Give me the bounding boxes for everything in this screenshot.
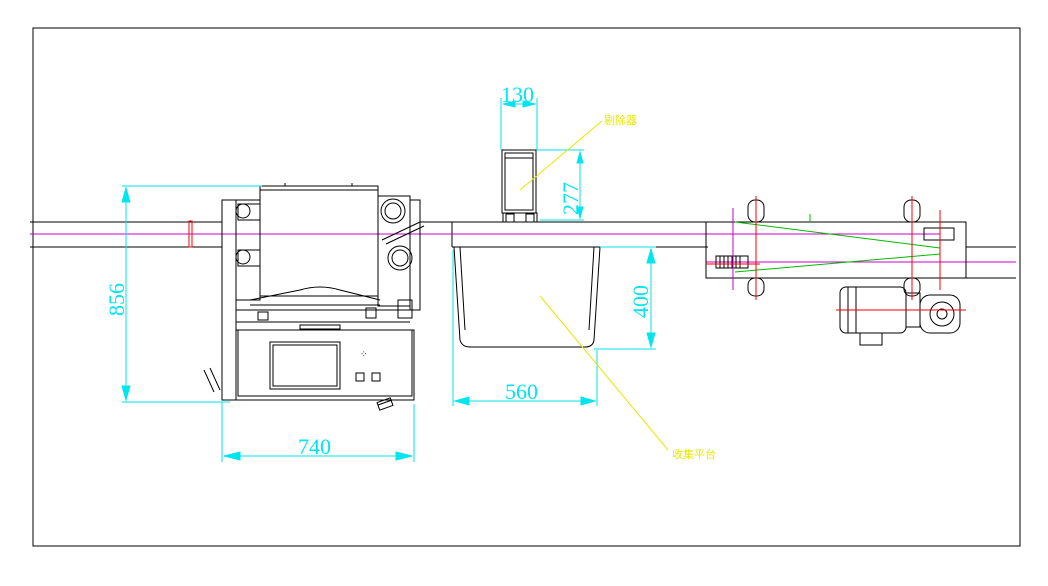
collection-platform: [453, 246, 601, 348]
svg-text:⁘: ⁘: [360, 349, 368, 359]
dimension-lines: [121, 98, 656, 462]
dim-277-label: 277: [558, 182, 583, 215]
dim-560-label: 560: [505, 379, 538, 404]
platform-annotation: 收集平台: [672, 447, 716, 461]
drawing-border: [32, 27, 1021, 547]
reject-detector: [501, 149, 538, 223]
dim-740-label: 740: [298, 434, 331, 459]
dim-130-label: 130: [501, 82, 534, 107]
rail-joint-marker: [188, 220, 193, 248]
conveyor: [30, 221, 1016, 279]
detector-leader: [519, 120, 603, 191]
main-machine: ⁘: [203, 183, 425, 411]
dim-400-label: 400: [628, 285, 653, 318]
drive-green-line-2: [734, 253, 941, 273]
drive-unit: [705, 199, 967, 346]
drive-green-line-1: [734, 221, 941, 249]
detector-annotation: 剔除器: [604, 113, 637, 127]
dim-856-label: 856: [104, 283, 129, 316]
platform-leader: [539, 295, 669, 451]
